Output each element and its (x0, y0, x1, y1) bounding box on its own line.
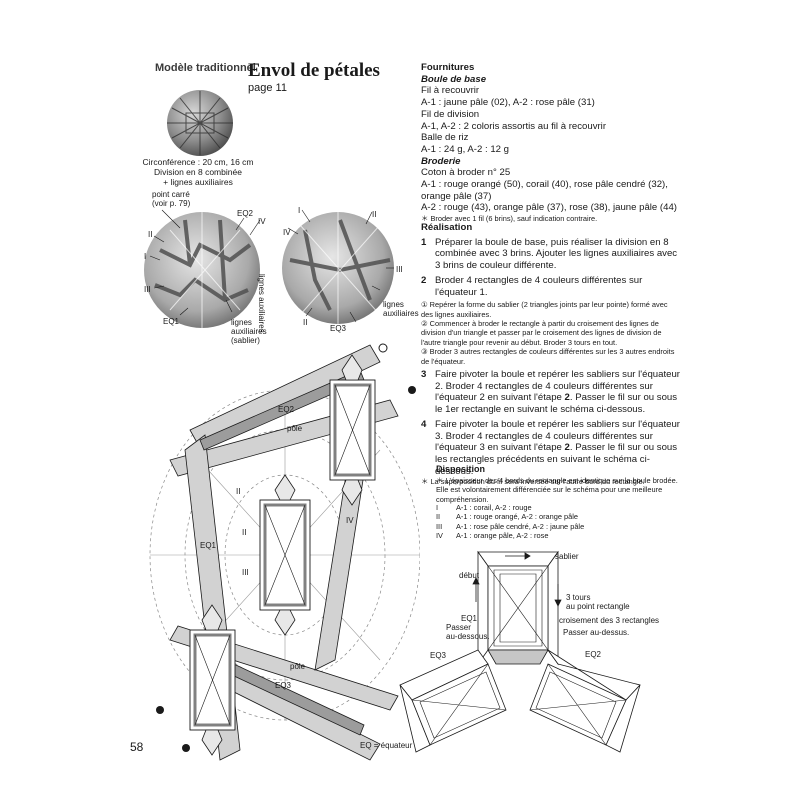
sphere-eq3-label: EQ3 (330, 324, 347, 333)
diagram-eq2-label: EQ2 (278, 405, 295, 414)
diagram-eq3-label: EQ3 (275, 681, 292, 690)
diagram-iv-label: IV (346, 516, 354, 525)
realisation-note: ＊ La superposition du fil sera inversée … (421, 477, 645, 487)
disposition-note: ＊ L'épaisseur des 4 bords du rectangle e… (436, 475, 678, 504)
schema-eq2-label: EQ2 (585, 650, 602, 659)
page-reference: page 11 (248, 82, 287, 94)
diagram-ii-label-b: II (242, 528, 247, 537)
sphere-i-label: I (144, 252, 147, 261)
pole-top-label: pôle (287, 424, 303, 433)
right-lines-label: lignes auxiliaires (383, 300, 419, 318)
step-2-sub-3: ③ Broder 3 autres rectangles de couleurs… (421, 347, 675, 366)
disposition-section: Disposition ＊ L'épaisseur des 4 bords du… (436, 464, 681, 504)
disposition-heading: Disposition (436, 464, 485, 474)
page-number: 58 (130, 740, 144, 754)
sphere-right (282, 212, 394, 324)
step-2-sub-1: ① Repérer la forme du sablier (2 triangl… (421, 300, 668, 319)
ball-caption: Circonférence : 20 cm, 16 cm Division en… (138, 157, 258, 187)
step-2: 2 Broder 4 rectangles de 4 couleurs diff… (421, 274, 643, 298)
sphere-eq2-label: EQ2 (237, 209, 254, 218)
debut-label: début (459, 571, 480, 580)
realisation-heading: Réalisation (421, 222, 473, 233)
boule-line: A-1 : 24 g, A-2 : 12 g (421, 143, 509, 155)
division-text: Division en 8 combinée (154, 167, 242, 177)
sphere-eq1-label: EQ1 (163, 317, 180, 326)
step-4: 4 Faire pivoter la boule et repérer les … (421, 418, 680, 477)
croisement-label: croisement des 3 rectangles (559, 616, 660, 625)
boule-line: Fil à recouvrir (421, 85, 480, 97)
passer-dessous-label: Passer au-dessous. (446, 623, 490, 641)
schema-eq1-label: EQ1 (461, 614, 478, 623)
broderie-line: orange pâle (37) (421, 190, 492, 202)
tours-label: 3 tours au point rectangle (566, 593, 630, 611)
temari-ball-photo (167, 90, 233, 156)
embroidery-diagram (149, 343, 420, 761)
realisation-section: Réalisation 1 Préparer la boule de base,… (421, 222, 681, 487)
passer-dessus-label: Passer au-dessus. (563, 628, 630, 637)
legend-equator: EQ = équateur (360, 741, 413, 750)
diagram-iii-label: III (242, 568, 249, 577)
boule-line: Balle de riz (421, 132, 469, 144)
fournitures-section: Fournitures Boule de base Fil à recouvri… (421, 62, 681, 224)
step-3: 3 Faire pivoter la boule et repérer les … (421, 369, 680, 416)
boule-heading: Boule de base (421, 73, 487, 85)
step-1: 1 Préparer la boule de base, puis réalis… (421, 236, 678, 272)
sphere-right-iv-label: IV (283, 228, 291, 237)
page-title: Envol de pétales (248, 60, 380, 81)
diagram-eq1-label: EQ1 (200, 541, 217, 550)
sphere-right-iii-label: III (396, 265, 403, 274)
sphere-ii-label: II (148, 230, 153, 239)
sphere-right-i-label: I (298, 206, 301, 215)
fournitures-heading: Fournitures (421, 62, 475, 73)
sphere-right-ii-bottom-label: II (303, 318, 308, 327)
boule-line: Fil de division (421, 108, 480, 120)
broderie-line: A-1 : rouge orangé (50), corail (40), ro… (421, 179, 668, 191)
sphere-iv-label: IV (258, 217, 266, 226)
broderie-line: Coton à broder n° 25 (421, 167, 511, 179)
point-carre-label: point carré (voir p. 79) (152, 190, 191, 208)
disposition-schema (399, 550, 641, 753)
sablier-lines-label: lignes auxiliaires (sablier) (231, 318, 267, 345)
broderie-line: A-2 : rouge (43), orange pâle (37), rose… (421, 202, 677, 214)
sphere-iii-label: III (144, 285, 151, 294)
diagram-ii-label-a: II (236, 487, 241, 496)
broderie-heading: Broderie (421, 155, 461, 167)
circumference-text: Circonférence : 20 cm, 16 cm (142, 157, 254, 167)
sphere-right-ii-label: II (372, 210, 377, 219)
pole-bottom-label: pôle (290, 662, 306, 671)
schema-eq3-label: EQ3 (430, 651, 447, 660)
step-2-sub-2: ② Commencer à broder le rectangle à part… (421, 319, 662, 347)
sphere-diagrams (144, 209, 394, 328)
auxiliary-lines-text: + lignes auxiliaires (163, 177, 233, 187)
boule-line: A-1, A-2 : 2 coloris assortis au fil à r… (421, 120, 607, 132)
vertical-lines-label: lignes auxiliaires (257, 274, 266, 333)
category-label: Modèle traditionnel (155, 62, 256, 74)
fournitures-note: ＊ Broder avec 1 fil (6 brins), sauf indi… (421, 214, 598, 224)
sablier-label: sablier (555, 552, 579, 561)
boule-line: A-1 : jaune pâle (02), A-2 : rose pâle (… (421, 97, 595, 109)
sphere-left (144, 212, 260, 328)
